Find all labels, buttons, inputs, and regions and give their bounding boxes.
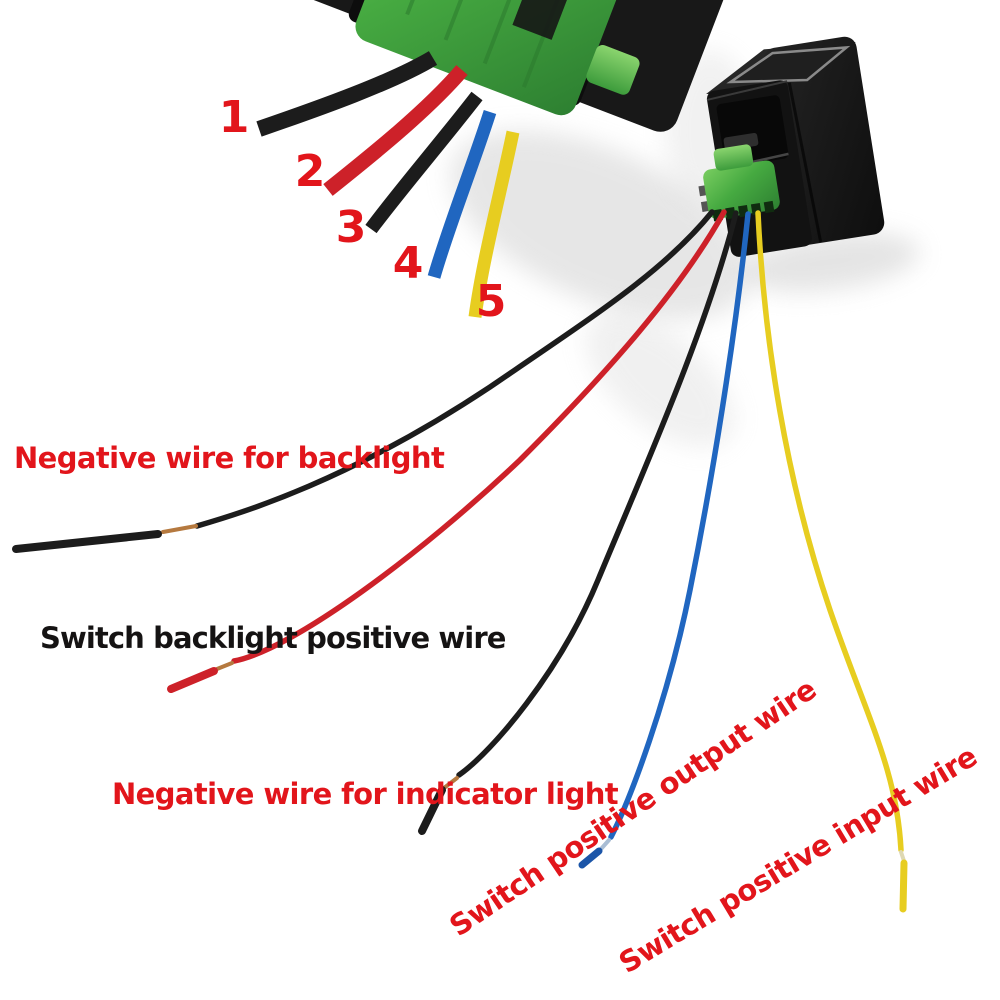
- pigtail-black-indicator-negative: [456, 210, 739, 778]
- label-indicator-negative: Negative wire for indicator light: [112, 777, 619, 811]
- wire-5-yellow: [468, 130, 520, 318]
- wire-1-black: [256, 51, 438, 137]
- wire-number-4: 4: [392, 238, 424, 289]
- connector-green-seal: [355, 0, 656, 116]
- wire-number-2: 2: [294, 146, 326, 197]
- wire-3-black: [365, 91, 483, 234]
- connector-latch-tab: [586, 45, 640, 95]
- switch-pigtail-wires: [12, 209, 908, 913]
- tip-backlight-negative: [12, 530, 162, 553]
- shadow-under-connector: [450, 130, 750, 320]
- connector-notch: [512, 0, 582, 40]
- switch-green-connector: [703, 160, 780, 219]
- wire-number-1: 1: [218, 92, 250, 143]
- wire-4-blue: [427, 110, 497, 279]
- relay-connector-plug: [283, 0, 763, 132]
- stripped-copper-indicator-negative: [442, 776, 459, 790]
- wire-number-3: 3: [335, 202, 367, 253]
- wire-number-5: 5: [475, 276, 507, 327]
- push-button-switch: [698, 36, 885, 257]
- pigtail-yellow-positive-input: [755, 210, 904, 853]
- connector-wires: [256, 51, 520, 318]
- switch-green-tab: [713, 144, 754, 171]
- wire-2-red: [323, 65, 468, 196]
- switch-front-edge: [706, 80, 788, 101]
- switch-panel-seam: [787, 82, 823, 243]
- stripped-section-positive-input: [899, 850, 906, 863]
- tip-backlight-positive: [167, 667, 218, 693]
- tip-positive-output: [578, 847, 603, 869]
- label-backlight-negative: Negative wire for backlight: [14, 441, 445, 475]
- label-backlight-positive: Switch backlight positive wire: [40, 621, 506, 655]
- stripped-section-positive-output: [599, 838, 611, 851]
- tip-positive-input: [899, 859, 908, 913]
- tip-indicator-negative: [418, 786, 446, 835]
- stripped-copper-backlight-negative: [161, 524, 198, 534]
- pigtail-red-backlight-positive: [231, 209, 727, 664]
- pigtail-black-backlight-negative: [194, 209, 715, 529]
- stripped-copper-backlight-positive: [215, 661, 234, 671]
- shadow-mid: [585, 312, 735, 448]
- pigtail-blue-positive-output: [608, 211, 751, 840]
